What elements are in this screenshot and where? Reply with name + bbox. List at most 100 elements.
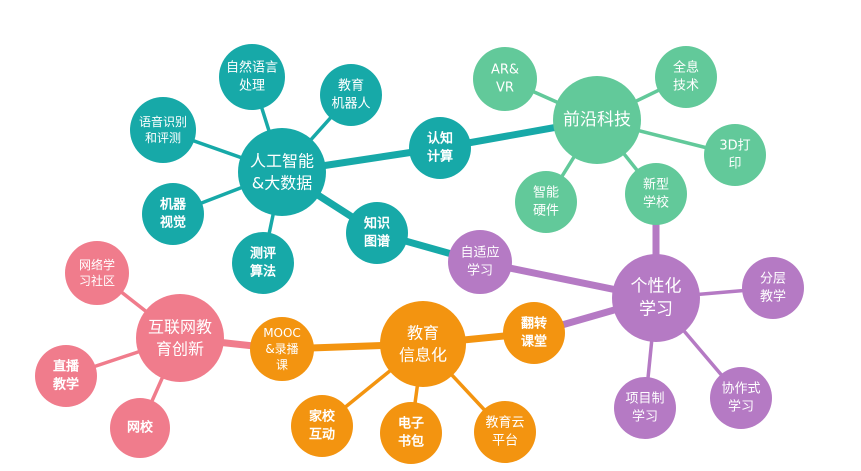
node-label-line: 算法	[250, 263, 276, 279]
node-label-line: 教育	[407, 324, 439, 343]
node-circle	[380, 402, 442, 464]
node-circle	[655, 46, 717, 108]
node-circle	[136, 294, 224, 382]
node-label-line: 课	[276, 358, 288, 372]
node-label-line: 翻转	[521, 316, 547, 332]
node-label-line: 书包	[398, 433, 424, 449]
node-ai-bigdata: 人工智能&大数据	[238, 128, 326, 216]
node-label-line: 学习	[632, 408, 658, 424]
node-label-line: 网络学	[79, 257, 115, 272]
node-label-line: 前沿科技	[563, 110, 631, 130]
node-circle	[130, 97, 196, 163]
node-circle	[710, 367, 772, 429]
topic-nodes: 人工智能&大数据自然语言处理教育机器人语音识别和评测机器视觉测评算法认知计算知识…	[35, 44, 804, 464]
node-label-line: 学习	[639, 299, 673, 319]
node-label-line: 测评	[250, 246, 276, 262]
node-label-line: 人工智能	[250, 152, 314, 171]
node-label-line: 家校	[309, 409, 336, 425]
node-circle	[612, 254, 700, 342]
node-label-line: 网校	[127, 420, 154, 436]
node-label-line: 育创新	[156, 339, 204, 358]
node-label-line: 课堂	[521, 333, 547, 349]
node-label-line: &大数据	[252, 173, 312, 192]
node-label-line: 学习	[467, 262, 493, 278]
node-circle	[742, 257, 804, 319]
node-label-line: 学校	[643, 194, 669, 210]
node-circle	[320, 64, 382, 126]
node-label-line: 新型	[643, 177, 669, 193]
node-label-line: 学习	[728, 398, 754, 414]
node-label-line: 和评测	[145, 131, 181, 145]
node-label-line: 知识	[364, 216, 390, 232]
node-label-line: 全息	[673, 60, 699, 76]
node-label-line: 机器	[160, 197, 187, 213]
node-label-line: VR	[496, 80, 514, 95]
node-label-line: 图谱	[364, 233, 390, 249]
node-label-line: 智能	[533, 186, 559, 201]
node-label-line: 电子	[398, 416, 424, 432]
node-label-line: 机器人	[331, 96, 370, 111]
node-label-line: 处理	[239, 78, 265, 93]
node-circle	[65, 241, 129, 305]
node-label-line: 自然语言	[226, 60, 278, 76]
node-label-line: 教育云	[485, 415, 524, 431]
node-circle	[110, 398, 170, 458]
node-label-line: &录播	[265, 342, 298, 356]
node-label-line: 个性化	[631, 277, 682, 297]
node-label-line: 语音识别	[139, 114, 187, 129]
node-label-line: 协作式	[721, 382, 760, 397]
node-label-line: 硬件	[533, 203, 559, 218]
node-label-line: 自适应	[460, 245, 499, 261]
node-label-line: 教育	[338, 78, 364, 94]
node-label-line: 印	[728, 156, 741, 171]
node-circle	[219, 44, 285, 110]
node-label-line: 教学	[760, 288, 786, 304]
node-label-line: 分层	[760, 272, 786, 287]
node-label-line: 认知	[427, 131, 453, 147]
node-label-line: 互动	[309, 427, 335, 442]
node-circle	[250, 317, 314, 381]
node-circle	[614, 377, 676, 439]
node-circle	[238, 128, 326, 216]
node-circle	[503, 302, 565, 364]
node-circle	[346, 202, 408, 264]
node-label-line: 直播	[53, 359, 80, 375]
node-label-line: AR&	[491, 63, 519, 78]
node-label-line: 3D打	[719, 139, 750, 154]
node-circle	[142, 183, 204, 245]
node-circle	[232, 232, 294, 294]
node-label-line: 信息化	[399, 345, 447, 364]
node-circle	[473, 47, 537, 111]
node-label-line: 计算	[427, 148, 453, 164]
node-circle	[409, 117, 471, 179]
node-label-line: 技术	[673, 78, 699, 93]
node-label-line: 教学	[52, 376, 79, 392]
node-mooc: MOOC&录播课	[250, 317, 314, 381]
node-label-line: MOOC	[263, 326, 301, 340]
node-arvr: AR&VR	[473, 47, 537, 111]
node-online-school: 网校	[110, 398, 170, 458]
node-label-line: 视觉	[160, 214, 186, 230]
node-circle	[553, 76, 641, 164]
node-label-line: 平台	[492, 433, 518, 448]
node-circle	[380, 301, 466, 387]
